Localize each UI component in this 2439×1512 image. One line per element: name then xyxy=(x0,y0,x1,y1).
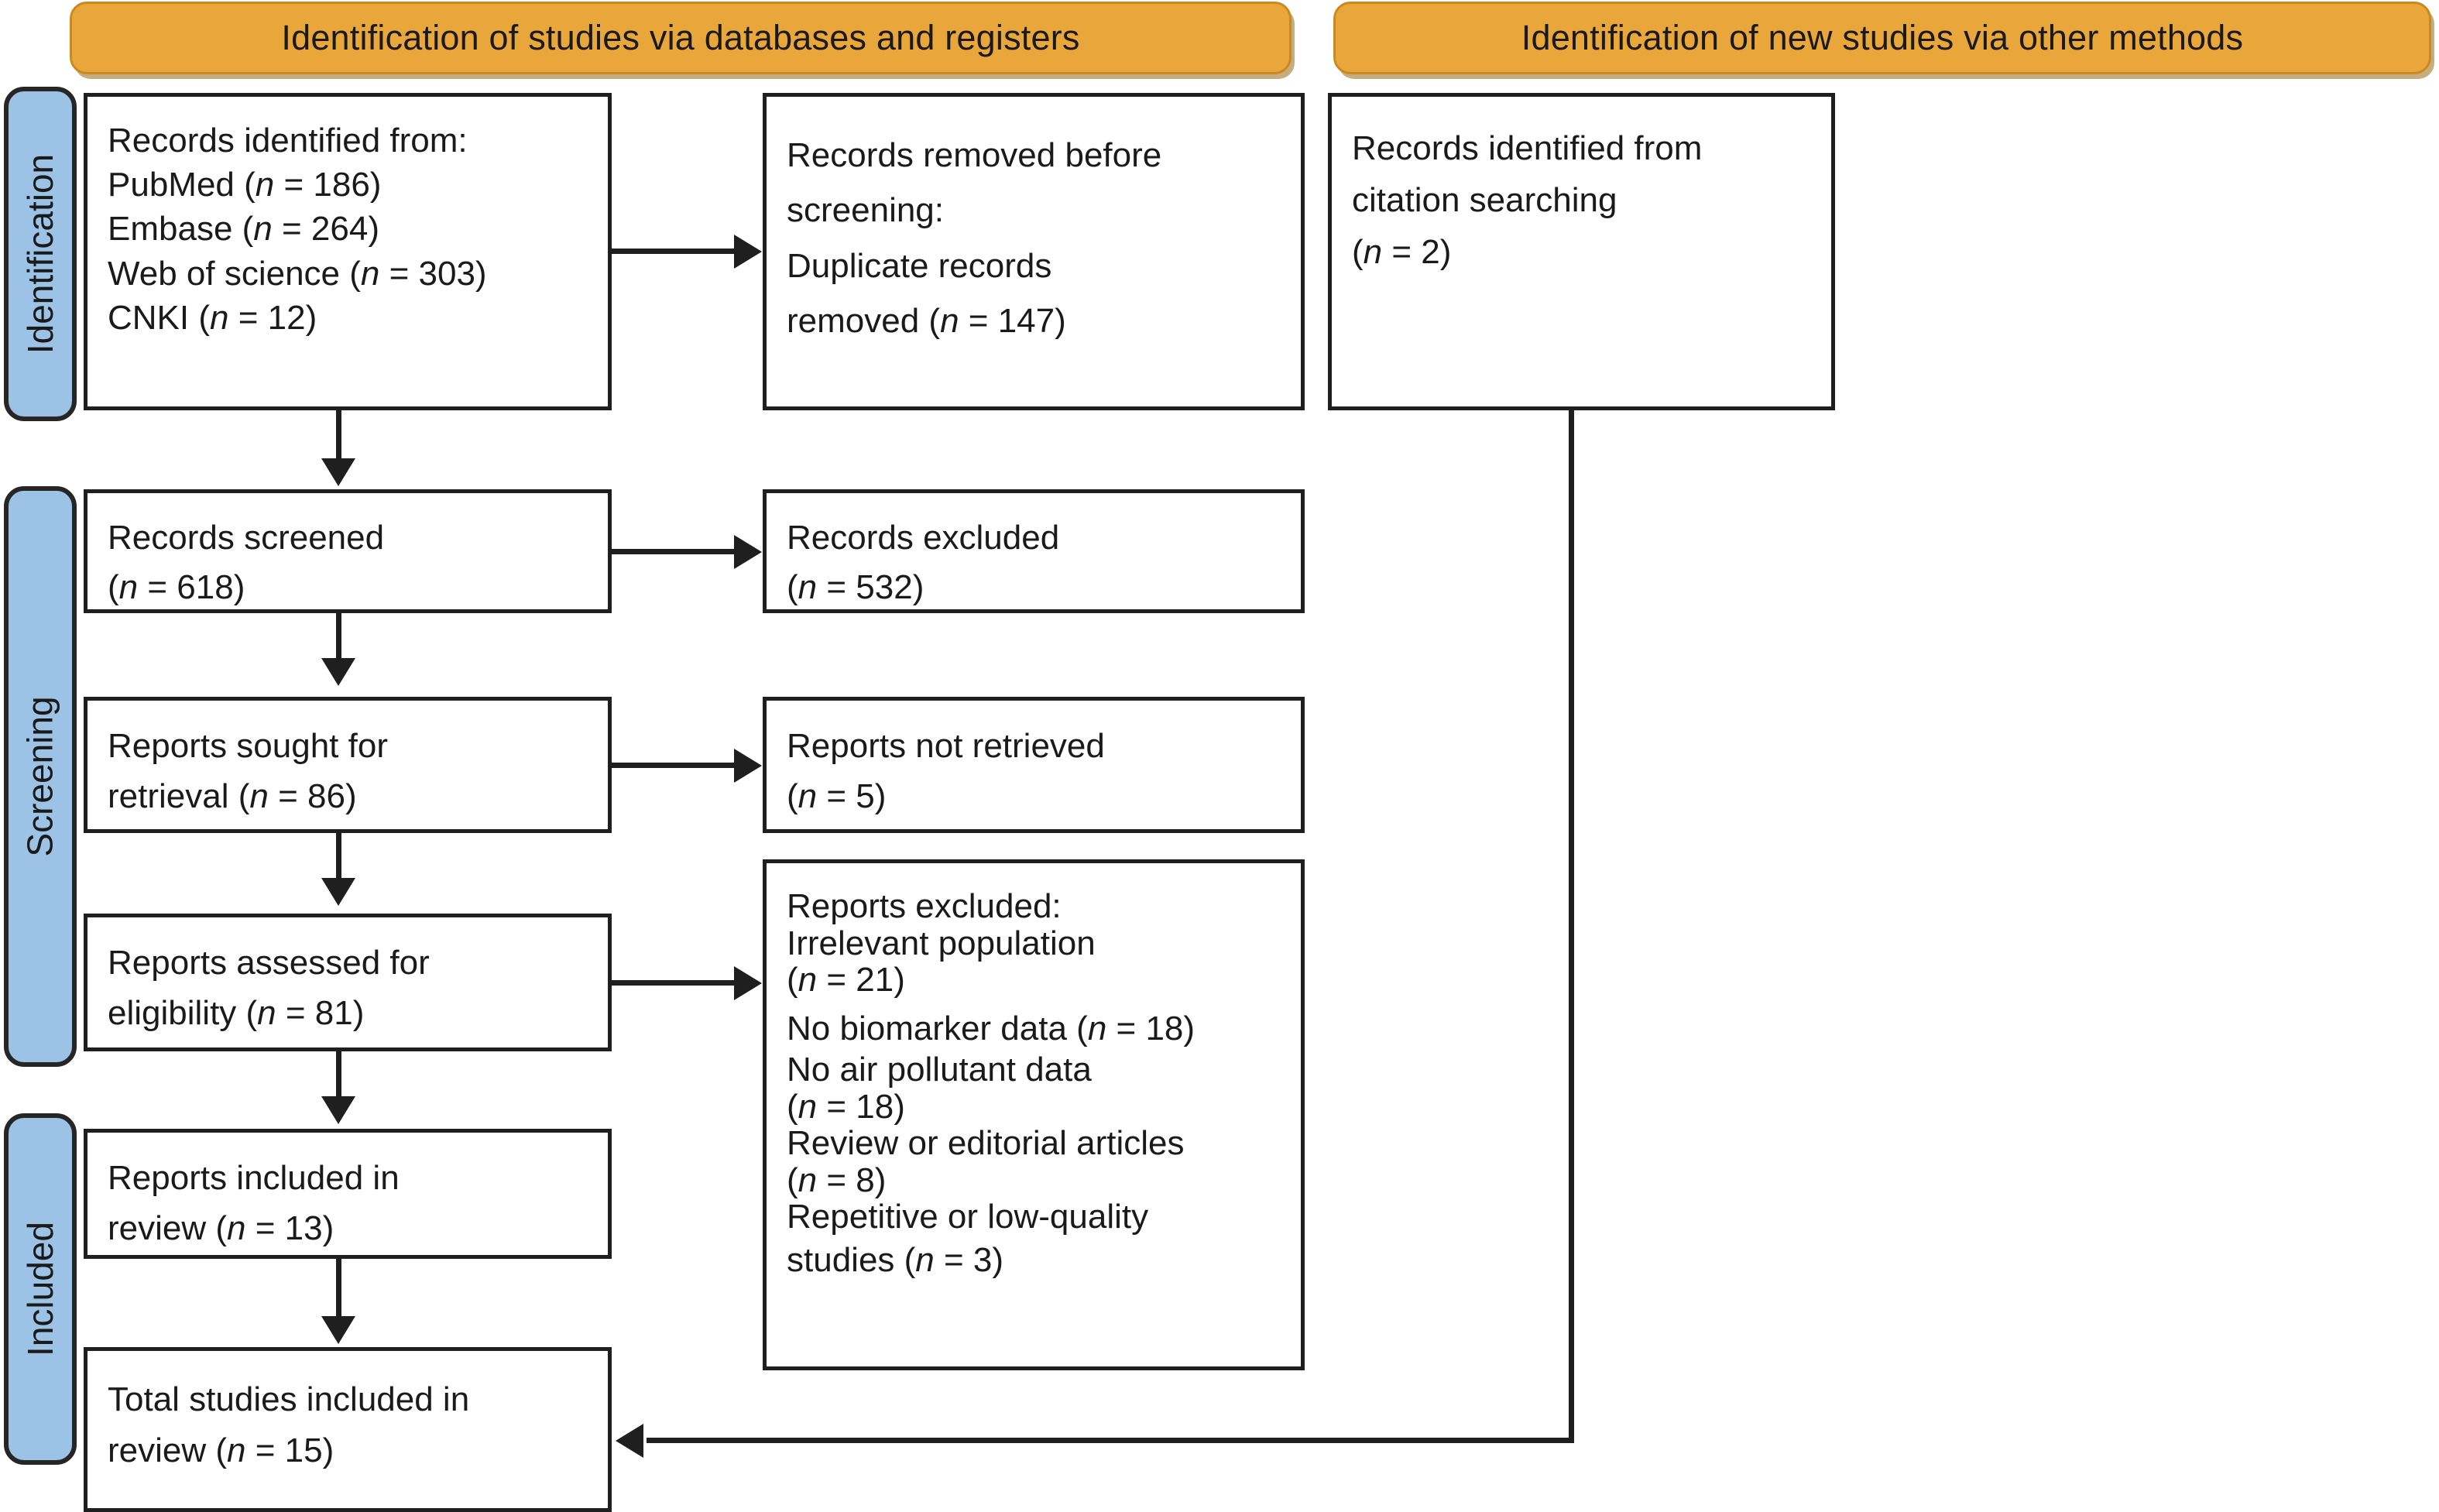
records-citation-line-1: Records identified from xyxy=(1352,129,1703,167)
arrowhead-assessed-to-excluded xyxy=(734,966,762,1000)
reports-sought-line-1: Reports sought for xyxy=(108,727,388,765)
reports-included-line-2: review (n = 13) xyxy=(108,1209,334,1248)
reports-not-retrieved-line-1: Reports not retrieved xyxy=(787,727,1105,765)
box-total-studies-included: Total studies included in review (n = 15… xyxy=(84,1347,612,1512)
reports-assessed-line-1: Reports assessed for xyxy=(108,944,430,982)
column-header-databases: Identification of studies via databases … xyxy=(70,2,1292,74)
connector-identified-to-screened xyxy=(336,410,341,465)
box-records-citation-searching: Records identified from citation searchi… xyxy=(1328,93,1835,410)
reports-excluded-line-8: (n = 8) xyxy=(787,1161,887,1199)
box-records-identified: Records identified from: PubMed (n = 186… xyxy=(84,93,612,410)
arrowhead-sought-to-assessed xyxy=(321,878,355,906)
column-header-other-methods-label: Identification of new studies via other … xyxy=(1521,18,2244,57)
arrowhead-identified-to-screened xyxy=(321,458,355,486)
arrowhead-identified-to-removed xyxy=(734,235,762,269)
reports-assessed-line-2: eligibility (n = 81) xyxy=(108,994,365,1033)
arrowhead-assessed-to-included xyxy=(321,1096,355,1124)
records-removed-line-3: Duplicate records xyxy=(787,246,1052,285)
total-included-line-2: review (n = 15) xyxy=(108,1431,334,1469)
connector-citation-down xyxy=(1569,409,1574,1443)
records-removed-line-1: Records removed before xyxy=(787,136,1162,174)
reports-excluded-line-10: studies (n = 3) xyxy=(787,1240,1004,1279)
arrowhead-included-to-total xyxy=(321,1316,355,1344)
connector-screened-to-excluded xyxy=(612,549,736,554)
column-header-other-methods: Identification of new studies via other … xyxy=(1333,2,2431,74)
stage-bar-identification: Identification xyxy=(4,87,77,421)
arrowhead-screened-to-excluded xyxy=(734,535,762,569)
box-reports-included: Reports included in review (n = 13) xyxy=(84,1129,612,1259)
reports-included-line-1: Reports included in xyxy=(108,1159,400,1197)
connector-sought-to-assessed xyxy=(336,833,341,884)
records-removed-line-4: removed (n = 147) xyxy=(787,301,1066,340)
records-citation-line-3: (n = 2) xyxy=(1352,232,1452,271)
box-records-excluded: Records excluded (n = 532) xyxy=(763,489,1305,613)
connector-assessed-to-excluded xyxy=(612,980,736,986)
reports-excluded-line-3: (n = 21) xyxy=(787,961,905,999)
box-reports-excluded: Reports excluded: Irrelevant population … xyxy=(763,859,1305,1370)
reports-not-retrieved-line-2: (n = 5) xyxy=(787,777,887,816)
connector-citation-to-total xyxy=(647,1438,1574,1443)
arrowhead-citation-to-total xyxy=(616,1424,643,1458)
reports-excluded-line-9: Repetitive or low-quality xyxy=(787,1198,1149,1236)
box-reports-sought: Reports sought for retrieval (n = 86) xyxy=(84,697,612,833)
records-identified-line-1: Records identified from: xyxy=(108,122,468,159)
records-identified-line-3: Embase (n = 264) xyxy=(108,210,379,249)
reports-excluded-line-2: Irrelevant population xyxy=(787,924,1096,962)
connector-screened-to-sought xyxy=(336,613,341,664)
reports-excluded-line-7: Review or editorial articles xyxy=(787,1124,1185,1163)
records-excluded-line-2: (n = 532) xyxy=(787,567,924,606)
stage-label-identification: Identification xyxy=(20,153,60,355)
arrowhead-screened-to-sought xyxy=(321,658,355,686)
box-records-removed: Records removed before screening: Duplic… xyxy=(763,93,1305,410)
records-screened-line-1: Records screened xyxy=(108,519,385,557)
connector-sought-to-not-retrieved xyxy=(612,763,736,768)
records-identified-line-5: CNKI (n = 12) xyxy=(108,298,317,337)
connector-included-to-total xyxy=(336,1259,341,1322)
stage-label-screening: Screening xyxy=(20,696,61,857)
records-screened-line-2: (n = 618) xyxy=(108,567,245,606)
records-identified-line-4: Web of science (n = 303) xyxy=(108,254,487,293)
connector-identified-to-removed xyxy=(612,249,736,254)
stage-bar-included: Included xyxy=(4,1113,77,1465)
records-excluded-line-1: Records excluded xyxy=(787,519,1060,557)
connector-assessed-to-included xyxy=(336,1051,341,1102)
records-identified-line-2: PubMed (n = 186) xyxy=(108,166,382,204)
reports-excluded-line-1: Reports excluded: xyxy=(787,887,1062,925)
box-records-screened: Records screened (n = 618) xyxy=(84,489,612,613)
reports-sought-line-2: retrieval (n = 86) xyxy=(108,777,357,816)
box-reports-not-retrieved: Reports not retrieved (n = 5) xyxy=(763,697,1305,833)
total-included-line-1: Total studies included in xyxy=(108,1380,470,1418)
records-citation-line-2: citation searching xyxy=(1352,180,1617,219)
box-reports-assessed: Reports assessed for eligibility (n = 81… xyxy=(84,914,612,1051)
reports-excluded-line-4: No biomarker data (n = 18) xyxy=(787,1009,1195,1047)
stage-label-included: Included xyxy=(20,1222,61,1356)
reports-excluded-line-5: No air pollutant data xyxy=(787,1051,1092,1089)
column-header-databases-label: Identification of studies via databases … xyxy=(281,18,1080,57)
reports-excluded-line-6: (n = 18) xyxy=(787,1087,905,1126)
stage-bar-screening: Screening xyxy=(4,486,77,1067)
arrowhead-sought-to-not-retrieved xyxy=(734,749,762,783)
records-removed-line-2: screening: xyxy=(787,191,945,230)
